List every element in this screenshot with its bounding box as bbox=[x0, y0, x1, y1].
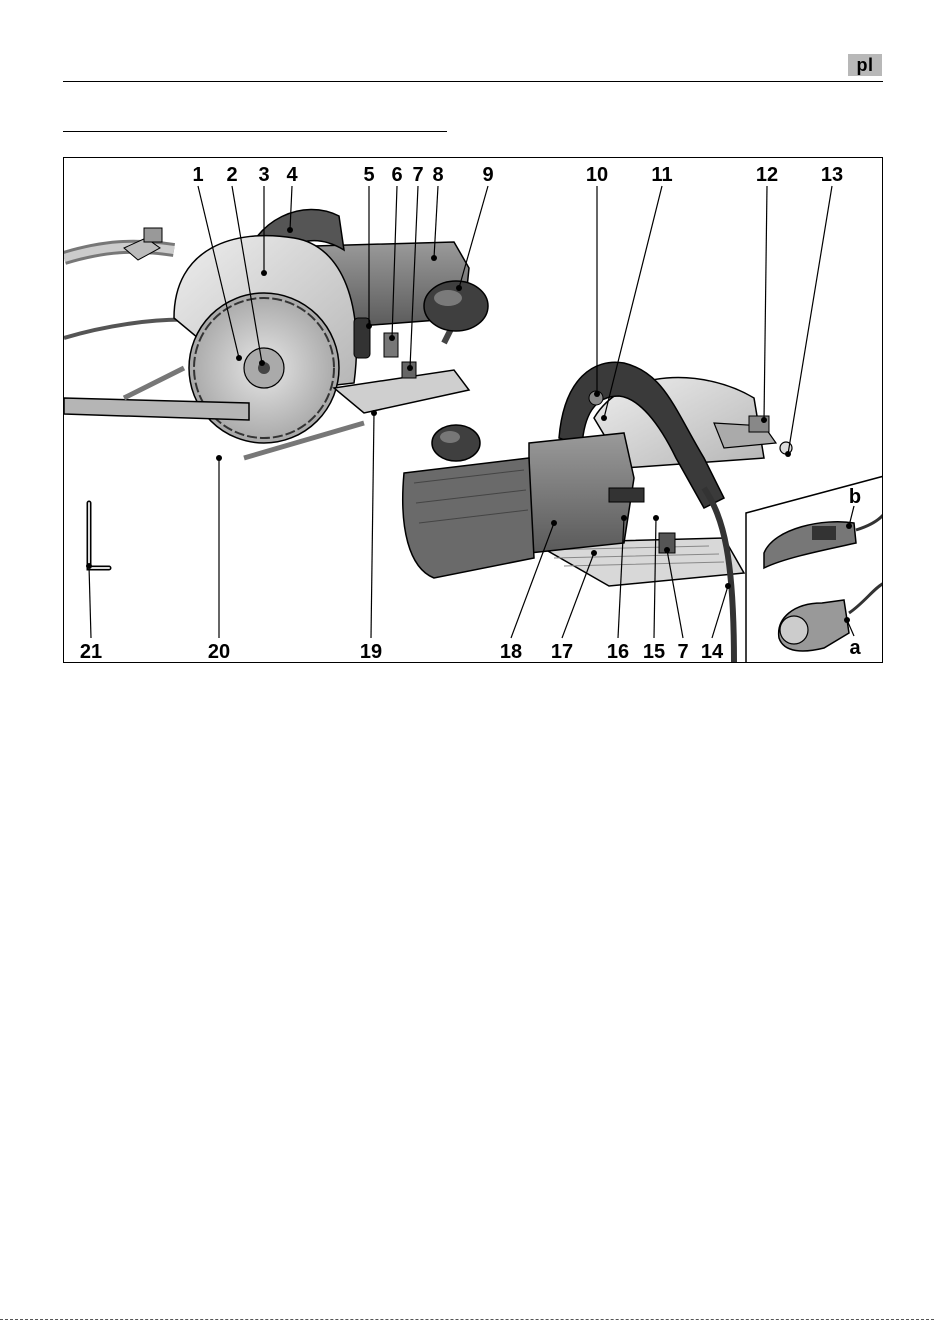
header-rule bbox=[63, 81, 883, 82]
callout-9: 9 bbox=[482, 164, 493, 186]
callout-8: 8 bbox=[432, 164, 443, 186]
socket-icon bbox=[764, 522, 856, 568]
callout-10: 10 bbox=[586, 164, 608, 186]
callout-18: 18 bbox=[500, 641, 522, 663]
callout-12: 12 bbox=[756, 164, 778, 186]
callout-7b: 7 bbox=[677, 641, 688, 663]
callout-1: 1 bbox=[192, 164, 203, 186]
language-badge: pl bbox=[848, 54, 882, 76]
callout-19: 19 bbox=[360, 641, 382, 663]
callout-a: a bbox=[849, 637, 861, 659]
callout-4: 4 bbox=[286, 164, 298, 186]
allen-key-icon bbox=[89, 503, 109, 568]
front-knob bbox=[424, 281, 488, 331]
callout-5: 5 bbox=[363, 164, 374, 186]
callout-7: 7 bbox=[412, 164, 423, 186]
section-title-rule bbox=[63, 131, 447, 132]
callout-15: 15 bbox=[643, 641, 665, 663]
callout-20: 20 bbox=[208, 641, 230, 663]
left-saw bbox=[64, 209, 488, 458]
wall-saw-illustration: 1 2 3 4 5 6 7 8 9 10 11 12 13 21 20 19 1… bbox=[64, 158, 883, 663]
motor-end-cap bbox=[403, 458, 534, 578]
callout-21: 21 bbox=[80, 641, 102, 663]
callout-6: 6 bbox=[391, 164, 402, 186]
right-saw bbox=[403, 362, 792, 663]
callout-17: 17 bbox=[551, 641, 573, 663]
product-illustration-figure: 1 2 3 4 5 6 7 8 9 10 11 12 13 21 20 19 1… bbox=[63, 157, 883, 663]
callout-16: 16 bbox=[607, 641, 629, 663]
callout-b: b bbox=[849, 486, 861, 508]
callout-11: 11 bbox=[651, 164, 672, 186]
callout-13: 13 bbox=[821, 164, 843, 186]
page-bottom-edge bbox=[0, 1319, 934, 1320]
callout-2: 2 bbox=[226, 164, 237, 186]
power-cable bbox=[64, 320, 194, 338]
callout-3: 3 bbox=[258, 164, 269, 186]
callout-14: 14 bbox=[701, 641, 724, 663]
